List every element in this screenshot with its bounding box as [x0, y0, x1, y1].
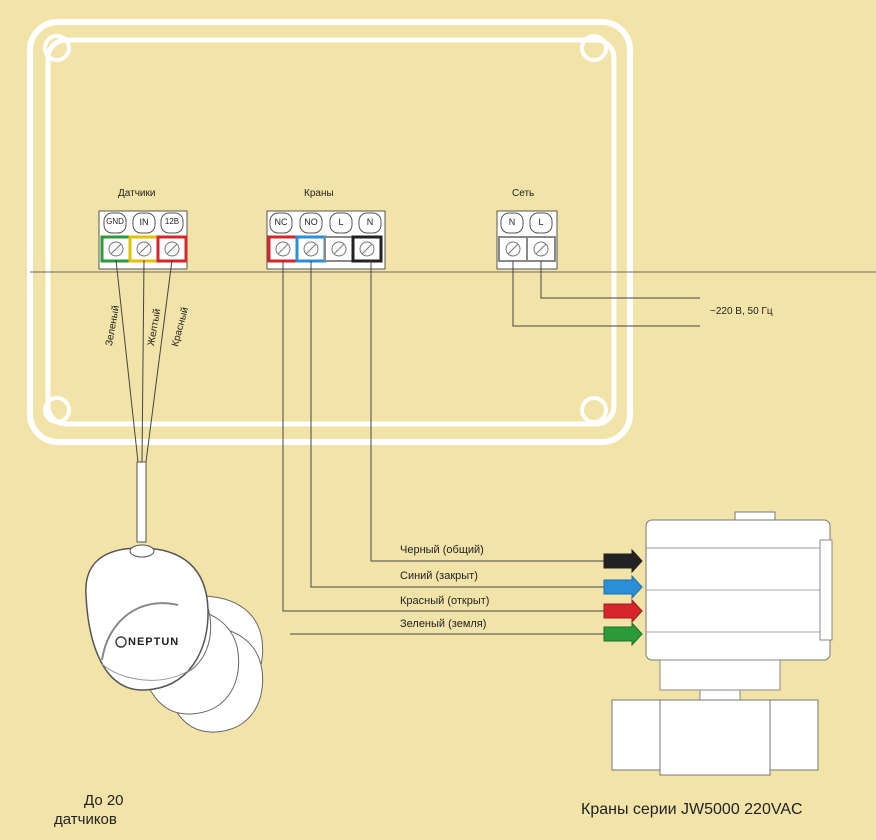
- valve-terminal-block: [266, 210, 386, 270]
- power-supply-label: ~220 В, 50 Гц: [710, 306, 773, 317]
- valves-group-label: Краны: [304, 188, 334, 199]
- terminal-network-l: L: [538, 217, 544, 227]
- terminal-network-n: N: [508, 217, 516, 227]
- wire-connectors: [603, 548, 643, 647]
- sensor-brand-label: NEPTUN: [128, 636, 180, 648]
- terminal-no: NO: [304, 217, 318, 227]
- valve-wire-blue-label: Синий (закрыт): [400, 570, 478, 582]
- valve-wire-red-label: Красный (открыт): [400, 595, 490, 607]
- sensor-count-line2: датчиков: [54, 811, 117, 828]
- motorized-valve: [611, 511, 833, 776]
- terminal-nc: NC: [274, 217, 288, 227]
- sensor-count-line1: До 20: [84, 792, 124, 809]
- valve-wire-green-label: Зеленый (земля): [400, 618, 487, 630]
- terminal-l: L: [338, 217, 344, 227]
- network-terminal-block: [496, 210, 558, 270]
- valve-wires: [282, 261, 612, 635]
- power-wires: [512, 261, 700, 327]
- sensor-wires: [115, 259, 173, 543]
- terminal-gnd: GND: [106, 217, 124, 226]
- terminal-n: N: [366, 217, 374, 227]
- network-group-label: Сеть: [512, 188, 535, 199]
- terminal-in: IN: [139, 217, 149, 227]
- water-sensors: [85, 544, 264, 733]
- valve-series-caption: Краны серии JW5000 220VAC: [581, 801, 803, 818]
- sensor-terminal-block: [98, 210, 188, 270]
- terminal-12v: 12B: [164, 217, 180, 226]
- valve-wire-black-label: Черный (общий): [400, 544, 484, 556]
- sensors-group-label: Датчики: [118, 188, 156, 199]
